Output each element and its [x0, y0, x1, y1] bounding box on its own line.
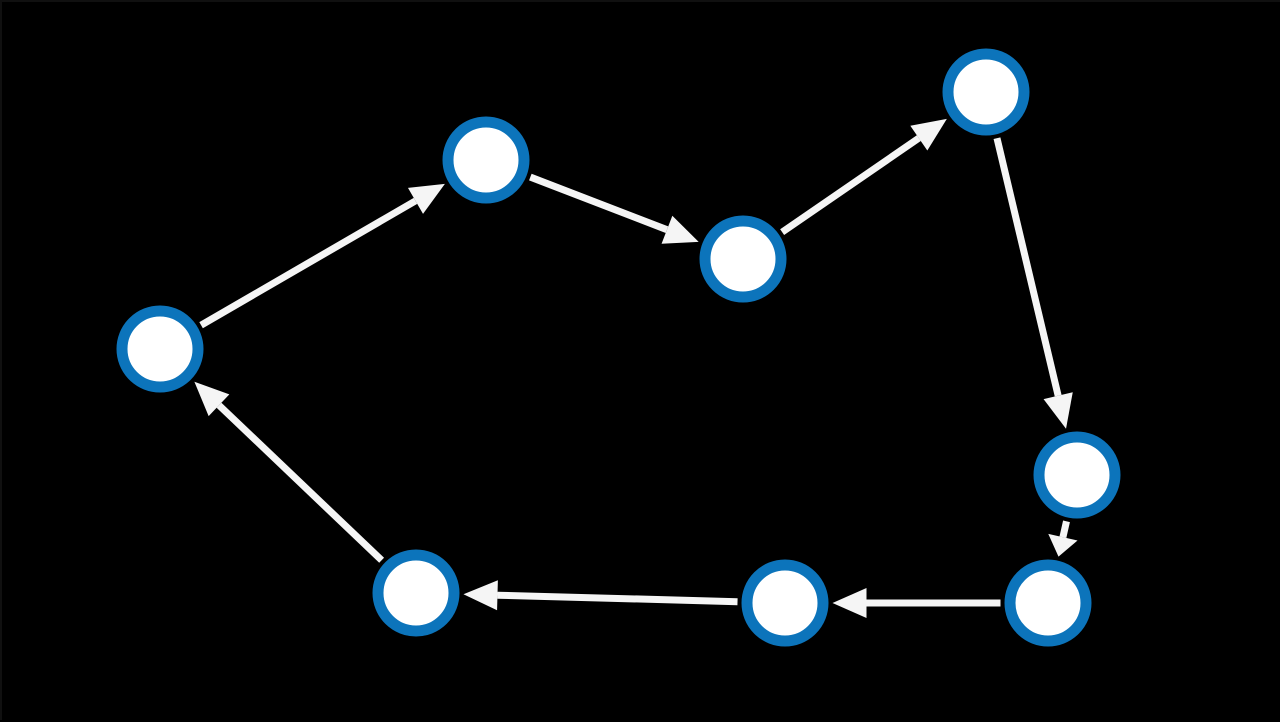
graph-node[interactable] — [1004, 559, 1092, 647]
graph-edge-line — [497, 591, 738, 606]
graph-edge-arrowhead — [463, 580, 498, 611]
graph-edge-arrowhead — [1043, 392, 1073, 429]
graph-edge-line — [216, 402, 385, 563]
graph-edge-line — [199, 197, 418, 329]
graph-node[interactable] — [942, 48, 1030, 136]
nodes-layer — [116, 48, 1121, 647]
graph-edge-arrowhead — [910, 118, 947, 151]
graph-node[interactable] — [442, 116, 530, 204]
graph-edge-arrowhead — [194, 381, 230, 417]
graph-edge-arrowhead — [832, 588, 867, 618]
graph-node[interactable] — [116, 305, 204, 393]
graph-edge-arrowhead — [1048, 533, 1078, 557]
graph-edge-line — [1059, 520, 1070, 539]
edges-layer — [194, 118, 1078, 618]
graph-node[interactable] — [372, 549, 460, 637]
graph-node[interactable] — [1033, 431, 1121, 519]
graph-edge-line — [529, 173, 669, 233]
graph-edge-arrowhead — [661, 215, 699, 244]
graph-edge-line — [780, 135, 921, 235]
graph-edge-line — [993, 137, 1062, 397]
graph-edge-arrowhead — [407, 183, 445, 214]
graph-node[interactable] — [699, 215, 787, 303]
graph-node[interactable] — [741, 559, 829, 647]
